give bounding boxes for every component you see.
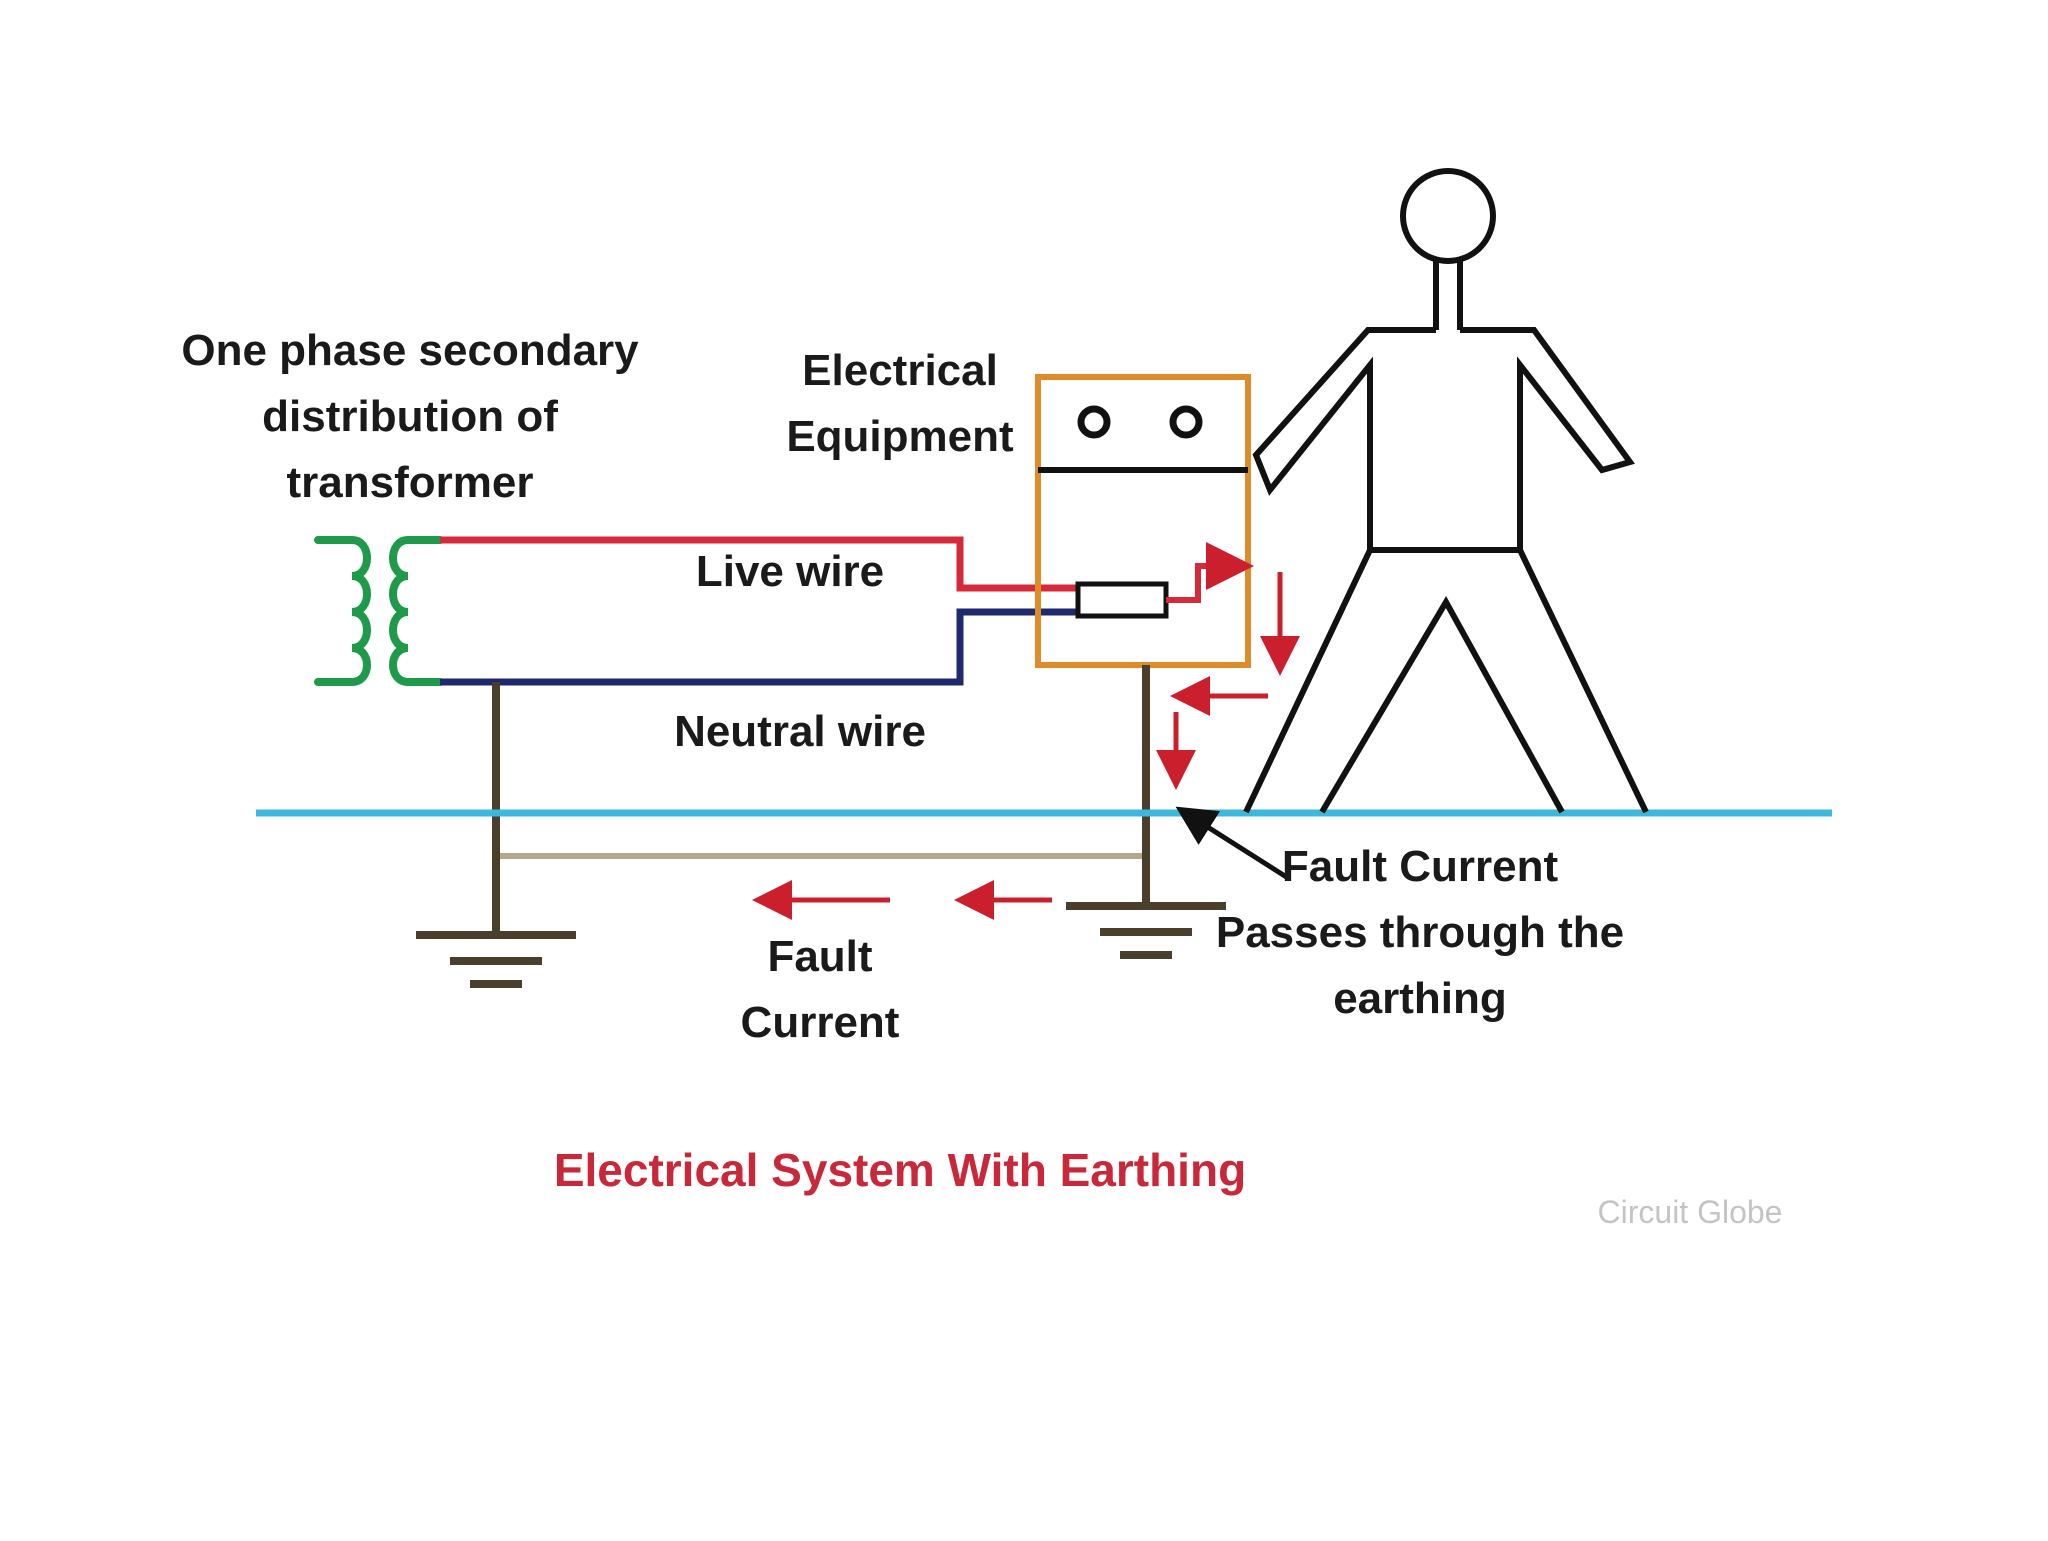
person-left-side: [1243, 327, 1436, 814]
person-neck: [1433, 261, 1463, 330]
fault-path-label-line-2: Passes through the: [1215, 908, 1625, 957]
transformer-icon: [314, 536, 444, 686]
transformer-label: One phase secondary distribution of tran…: [150, 318, 670, 516]
callout-pointer: [1175, 806, 1290, 881]
equipment-box: [1035, 374, 1251, 668]
watermark-credit: Circuit Globe: [1597, 1194, 1783, 1230]
transformer-label-line-2: distribution of: [262, 392, 558, 441]
earth-symbol-right-icon: [1066, 902, 1226, 959]
neutral-wire: [440, 608, 1080, 686]
equipment-label-line-2: Equipment: [786, 412, 1014, 461]
fault-path-label-line-1: Fault Current: [1281, 842, 1559, 891]
person-right-side: [1460, 327, 1649, 814]
transformer-label-line-1: One phase secondary: [181, 326, 639, 375]
equipment-label: Electrical Equipment: [770, 338, 1030, 470]
live-wire: [440, 536, 1080, 592]
fault-current-label-line-1: Fault: [767, 932, 873, 981]
live-wire-label: Live wire: [695, 547, 885, 596]
socket-hole-left-icon: [1077, 405, 1111, 439]
person-inner-legs: [1319, 595, 1565, 814]
person-figure: [1243, 168, 1649, 814]
earth-symbol-left-icon: [416, 931, 576, 988]
diagram-title: Electrical System With Earthing: [553, 1144, 1247, 1196]
fault-current-label: Fault Current: [700, 924, 940, 1056]
fault-current-label-line-2: Current: [740, 998, 900, 1047]
equipment-label-line-1: Electrical: [802, 346, 998, 395]
primary-coil: [314, 536, 371, 686]
fault-path-label: Fault Current Passes through the earthin…: [1210, 834, 1630, 1032]
person-head: [1400, 168, 1496, 264]
neutral-wire-label: Neutral wire: [674, 707, 926, 756]
fuse-icon: [1075, 581, 1169, 619]
fault-path-label-line-3: earthing: [1333, 974, 1507, 1023]
transformer-label-line-3: transformer: [286, 458, 534, 507]
secondary-coil: [389, 536, 444, 686]
fault-arrow-internal: [1166, 542, 1254, 603]
socket-hole-right-icon: [1169, 405, 1203, 439]
